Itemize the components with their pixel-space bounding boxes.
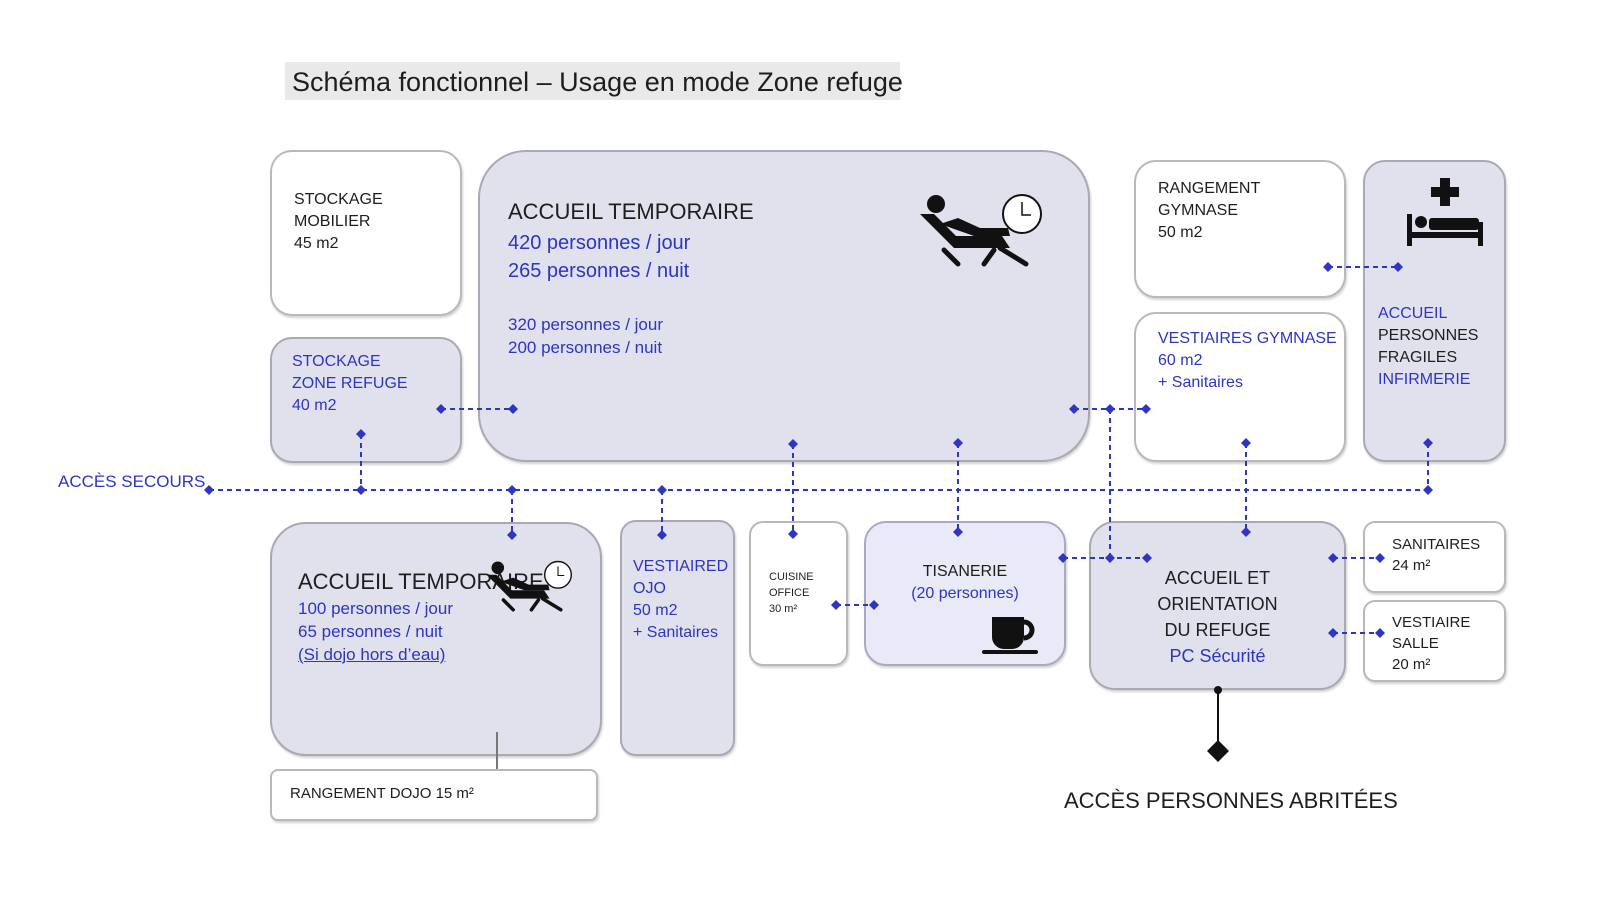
capacity-line: 200 personnes / nuit: [508, 338, 663, 357]
node-diamond: [953, 438, 963, 448]
node-diamond: [1069, 404, 1079, 414]
room-label: FRAGILES: [1378, 349, 1458, 366]
room-area: 24 m²: [1392, 557, 1431, 574]
node-diamond: [1241, 527, 1251, 537]
node-diamond: [508, 404, 518, 414]
room-extra: + Sanitaires: [1158, 374, 1243, 391]
lounge-chair-clock-icon: [920, 194, 1042, 267]
room-label: STOCKAGE: [292, 353, 381, 370]
room-area: 50 m2: [633, 602, 678, 619]
room-label: CUISINE: [769, 571, 814, 583]
room-label: VESTIAIRE: [1392, 614, 1471, 631]
node-diamond: [1393, 262, 1403, 272]
room-stockage-zone-refuge: STOCKAGE ZONE REFUGE 40 m2: [270, 337, 462, 463]
room-label: PERSONNES: [1378, 327, 1479, 344]
node-diamond: [1375, 628, 1385, 638]
room-capacity: (20 personnes): [911, 585, 1019, 602]
room-label: OJO: [633, 580, 666, 597]
room-cuisine-office: CUISINE OFFICE 30 m²: [749, 521, 848, 666]
node-diamond: [1105, 553, 1115, 563]
capacity-line: 265 personnes / nuit: [508, 260, 690, 282]
node-diamond: [356, 429, 366, 439]
room-label: ZONE REFUGE: [292, 375, 408, 392]
room-label: MOBILIER: [294, 213, 371, 230]
room-area: 60 m2: [1158, 352, 1203, 369]
capacity-line: 100 personnes / jour: [298, 599, 453, 618]
node-diamond: [1423, 438, 1433, 448]
room-accueil-temporaire-dojo: ACCUEIL TEMPORAIRE 100 personnes / jour …: [270, 522, 602, 780]
node-diamond: [953, 527, 963, 537]
node-diamond: [1058, 553, 1068, 563]
room-vestiaires-gymnase: VESTIAIRES GYMNASE 60 m2 + Sanitaires: [1134, 312, 1346, 462]
room-area: 40 m2: [292, 397, 337, 414]
room-label: ACCUEIL: [1378, 305, 1448, 322]
room-label: PC Sécurité: [1169, 646, 1266, 666]
room-vestiaire-salle: VESTIAIRE SALLE 20 m²: [1363, 600, 1506, 682]
room-extra: + Sanitaires: [633, 624, 718, 641]
node-diamond: [356, 485, 366, 495]
node-diamond: [1328, 553, 1338, 563]
room-label: ORIENTATION: [1157, 594, 1278, 614]
node-diamond: [788, 439, 798, 449]
room-rangement-dojo: RANGEMENT DOJO 15 m²: [270, 769, 598, 821]
node-diamond: [436, 404, 446, 414]
room-label: VESTIAIRES GYMNASE: [1158, 330, 1337, 347]
room-area: 45 m2: [294, 235, 339, 252]
node-diamond: [204, 485, 214, 495]
node-diamond: [1328, 628, 1338, 638]
room-vestiaire-dojo: VESTIAIRED OJO 50 m2 + Sanitaires: [620, 520, 735, 756]
acces-abritees-connector: [1207, 686, 1229, 762]
node-diamond: [1323, 262, 1333, 272]
room-accueil-orientation: ACCUEIL ET ORIENTATION DU REFUGE PC Sécu…: [1089, 521, 1346, 690]
room-tisanerie: TISANERIE (20 personnes): [864, 521, 1066, 666]
room-label: STOCKAGE: [294, 191, 383, 208]
room-label: RANGEMENT DOJO 15 m²: [290, 785, 474, 802]
room-title: ACCUEIL TEMPORAIRE: [508, 199, 754, 224]
node-diamond: [507, 530, 517, 540]
divider-line: [496, 732, 498, 780]
lounge-chair-clock-icon: [486, 560, 572, 612]
room-stockage-mobilier: STOCKAGE MOBILIER 45 m2: [270, 150, 462, 316]
node-diamond: [869, 600, 879, 610]
medical-bed-icon: [1407, 178, 1483, 246]
capacity-line: 420 personnes / jour: [508, 232, 691, 254]
node-diamond: [507, 485, 517, 495]
room-area: 30 m²: [769, 603, 798, 615]
capacity-line: 65 personnes / nuit: [298, 622, 443, 641]
condition-note: (Si dojo hors d’eau): [298, 645, 446, 664]
room-label: GYMNASE: [1158, 202, 1239, 219]
node-diamond: [1423, 485, 1433, 495]
node-diamond: [1142, 553, 1152, 563]
room-sanitaires: SANITAIRES 24 m²: [1363, 521, 1506, 593]
node-diamond: [1241, 438, 1251, 448]
node-diamond: [831, 600, 841, 610]
node-diamond: [788, 529, 798, 539]
room-area: 50 m2: [1158, 224, 1203, 241]
room-label: INFIRMERIE: [1378, 371, 1471, 388]
coffee-cup-icon: [982, 617, 1038, 654]
room-label: ACCUEIL ET: [1164, 568, 1271, 588]
title-highlight: [285, 62, 900, 100]
room-accueil-personnes-fragiles: ACCUEIL PERSONNES FRAGILES INFIRMERIE: [1363, 160, 1506, 462]
capacity-line: 320 personnes / jour: [508, 315, 663, 334]
room-area: 20 m²: [1392, 656, 1431, 673]
room-label: TISANERIE: [922, 563, 1008, 580]
node-diamond: [1105, 404, 1115, 414]
acces-personnes-abritees-label: ACCÈS PERSONNES ABRITÉES: [1064, 788, 1398, 813]
room-label: RANGEMENT: [1158, 180, 1261, 197]
room-label: OFFICE: [769, 587, 810, 599]
room-label: SANITAIRES: [1392, 536, 1481, 553]
room-label: DU REFUGE: [1164, 620, 1271, 640]
room-rangement-gymnase: RANGEMENT GYMNASE 50 m2: [1134, 160, 1346, 298]
room-label: SALLE: [1392, 635, 1439, 652]
node-diamond: [657, 530, 667, 540]
node-diamond: [1375, 553, 1385, 563]
room-label: VESTIAIRED: [633, 558, 729, 575]
acces-secours-label: ACCÈS SECOURS: [58, 472, 206, 491]
node-diamond: [1141, 404, 1151, 414]
node-diamond: [657, 485, 667, 495]
room-accueil-temporaire-main: ACCUEIL TEMPORAIRE 420 personnes / jour …: [478, 150, 1090, 462]
diagram-title: Schéma fonctionnel – Usage en mode Zone …: [292, 67, 903, 97]
